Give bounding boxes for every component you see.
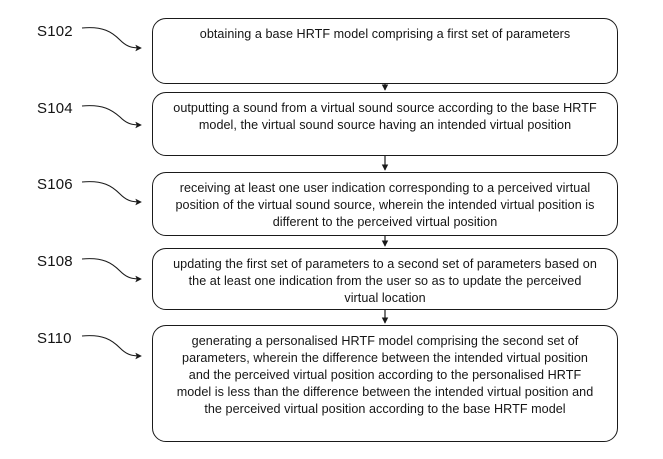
process-box-s108-text: updating the first set of parameters to … [173,257,597,305]
step-label-s102: S102 [37,23,73,40]
process-box-s104: outputting a sound from a virtual sound … [152,92,618,156]
leader-line-s106 [81,181,142,206]
process-box-s102: obtaining a base HRTF model comprising a… [152,18,618,84]
process-box-s110-text: generating a personalised HRTF model com… [176,334,594,416]
step-label-s104: S104 [37,100,73,117]
leader-line-s102 [81,27,142,52]
process-box-s106: receiving at least one user indication c… [152,172,618,236]
process-box-s110: generating a personalised HRTF model com… [152,325,618,442]
leader-line-s108 [81,258,142,283]
process-box-s102-text: obtaining a base HRTF model comprising a… [199,27,571,41]
process-box-s104-text: outputting a sound from a virtual sound … [173,101,597,132]
process-box-s106-text: receiving at least one user indication c… [175,181,595,229]
leader-line-s110 [81,335,142,360]
step-label-s110: S110 [37,330,72,347]
leader-line-s104 [81,105,142,129]
step-label-s106: S106 [37,176,73,193]
process-box-s108: updating the first set of parameters to … [152,248,618,310]
step-label-s108: S108 [37,253,73,270]
